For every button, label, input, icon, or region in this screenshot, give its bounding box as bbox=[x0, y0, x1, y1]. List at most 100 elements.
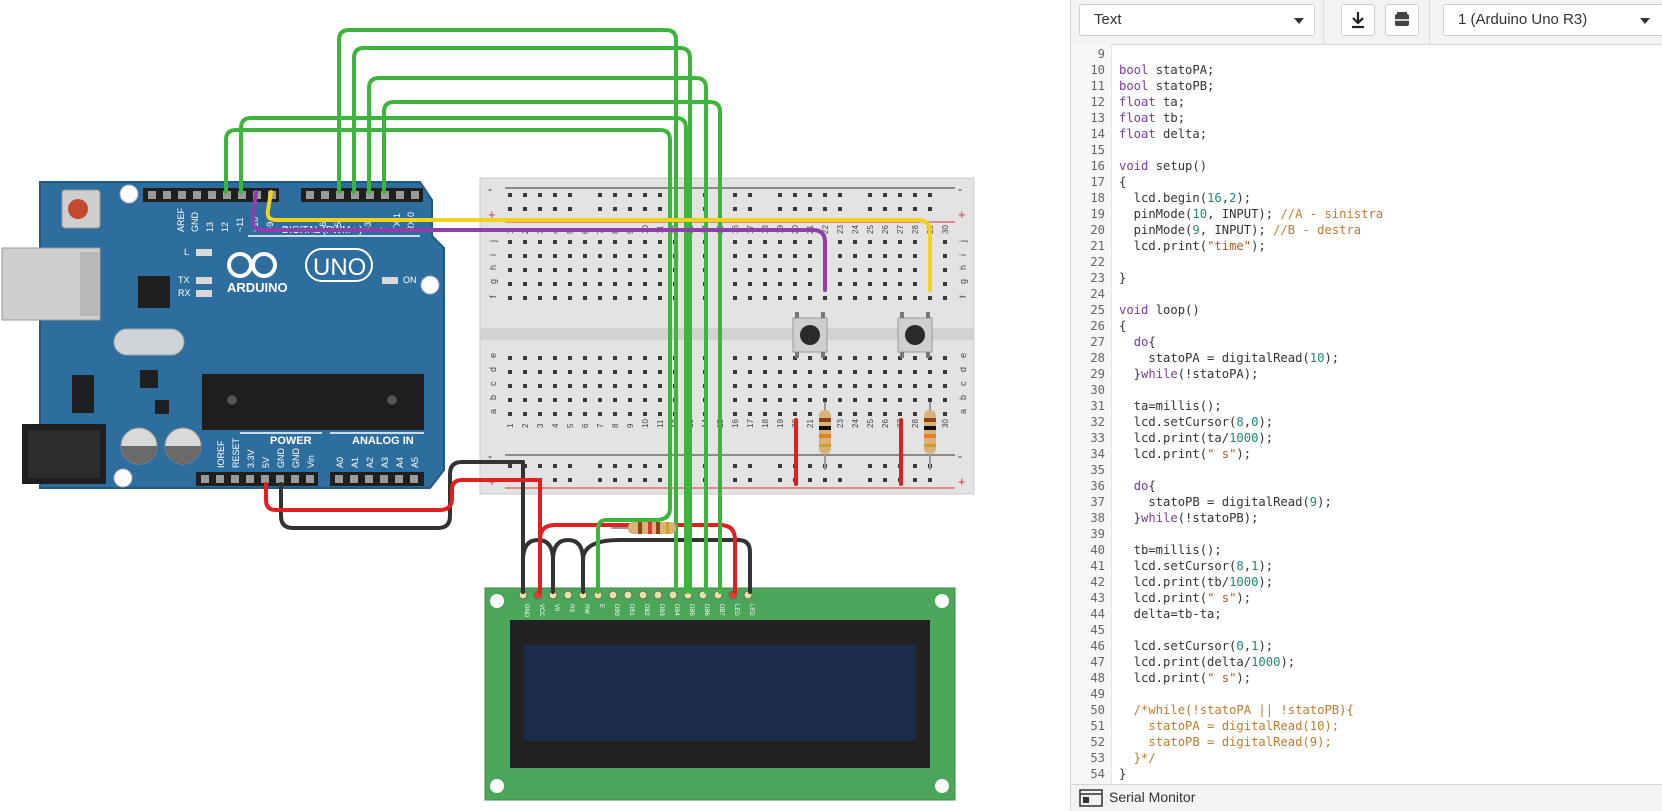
breadboard-hole[interactable] bbox=[793, 254, 797, 258]
breadboard-hole[interactable] bbox=[748, 207, 752, 211]
breadboard-hole[interactable] bbox=[928, 193, 932, 197]
breadboard-hole[interactable] bbox=[553, 240, 557, 244]
breadboard-hole[interactable] bbox=[748, 478, 752, 482]
lcd-pin[interactable] bbox=[653, 590, 663, 600]
breadboard-hole[interactable] bbox=[598, 412, 602, 416]
header-pin[interactable] bbox=[351, 191, 359, 199]
header-pin[interactable] bbox=[396, 191, 404, 199]
breadboard-hole[interactable] bbox=[538, 296, 542, 300]
breadboard-hole[interactable] bbox=[613, 193, 617, 197]
breadboard-hole[interactable] bbox=[748, 356, 752, 360]
breadboard-hole[interactable] bbox=[613, 240, 617, 244]
breadboard-hole[interactable] bbox=[508, 464, 512, 468]
breadboard-hole[interactable] bbox=[778, 412, 782, 416]
breadboard-hole[interactable] bbox=[598, 268, 602, 272]
breadboard-hole[interactable] bbox=[613, 478, 617, 482]
breadboard-hole[interactable] bbox=[808, 193, 812, 197]
breadboard-hole[interactable] bbox=[508, 254, 512, 258]
breadboard-hole[interactable] bbox=[583, 412, 587, 416]
breadboard-hole[interactable] bbox=[823, 370, 827, 374]
breadboard-hole[interactable] bbox=[553, 207, 557, 211]
breadboard-hole[interactable] bbox=[568, 412, 572, 416]
breadboard-hole[interactable] bbox=[658, 282, 662, 286]
breadboard-hole[interactable] bbox=[733, 398, 737, 402]
lcd-pin[interactable] bbox=[608, 590, 618, 600]
breadboard-hole[interactable] bbox=[898, 384, 902, 388]
breadboard-hole[interactable] bbox=[868, 254, 872, 258]
breadboard-hole[interactable] bbox=[568, 464, 572, 468]
breadboard-hole[interactable] bbox=[538, 356, 542, 360]
breadboard-hole[interactable] bbox=[613, 412, 617, 416]
breadboard-hole[interactable] bbox=[748, 240, 752, 244]
breadboard-hole[interactable] bbox=[838, 193, 842, 197]
breadboard-hole[interactable] bbox=[508, 412, 512, 416]
breadboard-hole[interactable] bbox=[598, 254, 602, 258]
breadboard-hole[interactable] bbox=[628, 193, 632, 197]
breadboard-hole[interactable] bbox=[598, 282, 602, 286]
breadboard-hole[interactable] bbox=[868, 207, 872, 211]
breadboard-hole[interactable] bbox=[598, 193, 602, 197]
breadboard-hole[interactable] bbox=[913, 207, 917, 211]
breadboard-hole[interactable] bbox=[538, 412, 542, 416]
breadboard-hole[interactable] bbox=[778, 478, 782, 482]
breadboard-hole[interactable] bbox=[508, 398, 512, 402]
breadboard-hole[interactable] bbox=[568, 296, 572, 300]
breadboard-hole[interactable] bbox=[508, 384, 512, 388]
breadboard-hole[interactable] bbox=[928, 478, 932, 482]
breadboard-hole[interactable] bbox=[898, 240, 902, 244]
breadboard-hole[interactable] bbox=[883, 240, 887, 244]
header-pin[interactable] bbox=[381, 191, 389, 199]
header-pin[interactable] bbox=[335, 475, 343, 483]
breadboard-hole[interactable] bbox=[913, 254, 917, 258]
breadboard-hole[interactable] bbox=[943, 356, 947, 360]
breadboard-hole[interactable] bbox=[733, 193, 737, 197]
breadboard-hole[interactable] bbox=[523, 268, 527, 272]
breadboard-hole[interactable] bbox=[823, 398, 827, 402]
breadboard-hole[interactable] bbox=[838, 384, 842, 388]
header-pin[interactable] bbox=[223, 191, 231, 199]
board-dropdown[interactable]: 1 (Arduino Uno R3) bbox=[1443, 4, 1662, 36]
breadboard-hole[interactable] bbox=[838, 296, 842, 300]
breadboard-hole[interactable] bbox=[658, 356, 662, 360]
header-pin[interactable] bbox=[366, 191, 374, 199]
breadboard-hole[interactable] bbox=[628, 398, 632, 402]
breadboard-hole[interactable] bbox=[733, 356, 737, 360]
breadboard-hole[interactable] bbox=[553, 282, 557, 286]
breadboard-hole[interactable] bbox=[538, 193, 542, 197]
lcd-pin[interactable] bbox=[668, 590, 678, 600]
breadboard-hole[interactable] bbox=[658, 384, 662, 388]
breadboard-hole[interactable] bbox=[748, 193, 752, 197]
breadboard-hole[interactable] bbox=[733, 478, 737, 482]
breadboard-hole[interactable] bbox=[853, 356, 857, 360]
resistor-a[interactable] bbox=[819, 402, 831, 470]
circuit-canvas[interactable]: ARDUINO UNO L TX RX ON DIGITAL (PWM ~) P… bbox=[0, 0, 1070, 810]
breadboard-hole[interactable] bbox=[778, 193, 782, 197]
breadboard-hole[interactable] bbox=[868, 478, 872, 482]
breadboard-hole[interactable] bbox=[913, 240, 917, 244]
breadboard-hole[interactable] bbox=[868, 370, 872, 374]
breadboard-hole[interactable] bbox=[733, 370, 737, 374]
header-pin[interactable] bbox=[163, 191, 171, 199]
breadboard-hole[interactable] bbox=[553, 398, 557, 402]
breadboard-hole[interactable] bbox=[568, 282, 572, 286]
breadboard-hole[interactable] bbox=[643, 254, 647, 258]
breadboard-hole[interactable] bbox=[508, 240, 512, 244]
breadboard-hole[interactable] bbox=[913, 384, 917, 388]
breadboard-hole[interactable] bbox=[643, 464, 647, 468]
resistor-b[interactable] bbox=[924, 402, 936, 470]
breadboard-hole[interactable] bbox=[793, 384, 797, 388]
header-pin[interactable] bbox=[261, 475, 269, 483]
breadboard-hole[interactable] bbox=[733, 384, 737, 388]
library-button[interactable] bbox=[1385, 4, 1419, 36]
breadboard-hole[interactable] bbox=[523, 412, 527, 416]
breadboard-hole[interactable] bbox=[583, 254, 587, 258]
header-pin[interactable] bbox=[246, 475, 254, 483]
breadboard-hole[interactable] bbox=[928, 384, 932, 388]
header-pin[interactable] bbox=[365, 475, 373, 483]
breadboard-hole[interactable] bbox=[763, 398, 767, 402]
resistor-lcd[interactable] bbox=[628, 522, 676, 534]
breadboard-hole[interactable] bbox=[763, 370, 767, 374]
breadboard-hole[interactable] bbox=[538, 282, 542, 286]
breadboard-hole[interactable] bbox=[883, 207, 887, 211]
breadboard-hole[interactable] bbox=[898, 412, 902, 416]
